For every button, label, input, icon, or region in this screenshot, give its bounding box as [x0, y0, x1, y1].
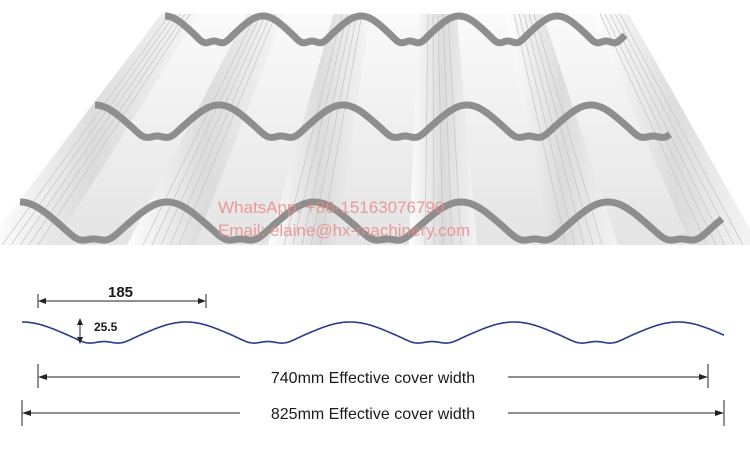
roof-rib — [268, 14, 371, 245]
height-label: 25.5 — [94, 320, 118, 334]
rib-groove — [142, 13, 257, 246]
roof-rib — [127, 14, 285, 245]
watermark-email: Email: elaine@hx-machinery.com — [218, 221, 470, 240]
effective-width-label: 740mm Effective cover width — [271, 370, 475, 387]
roof-sheet-illustration — [0, 12, 750, 246]
rib-groove — [528, 13, 594, 246]
rib-groove — [614, 13, 735, 246]
overall-width-label: 825mm Effective cover width — [271, 406, 475, 423]
roof-rib — [0, 14, 199, 245]
rib-groove — [604, 13, 717, 246]
effective-width-dimension: 740mm Effective cover width — [37, 364, 709, 388]
rib-groove — [432, 13, 435, 246]
rib-groove — [447, 13, 462, 246]
rib-groove — [513, 13, 567, 246]
rib-groove — [37, 13, 191, 246]
rib-groove — [301, 13, 353, 246]
overall-width-dimension: 825mm Effective cover width — [21, 400, 725, 426]
rib-groove — [619, 13, 744, 246]
rib-groove — [609, 13, 726, 246]
rib-groove — [178, 13, 277, 246]
height-dimension: 25.5 — [77, 318, 118, 344]
roof-rib — [591, 14, 750, 245]
cross-section-profile — [21, 321, 725, 344]
rib-groove — [310, 13, 358, 246]
rib-groove — [599, 13, 708, 246]
roof-sheet-steps — [17, 12, 725, 244]
rib-groove — [19, 13, 181, 246]
pitch-label: 185 — [108, 284, 133, 301]
pitch-dimension: 185 — [37, 284, 207, 308]
roof-step-edge — [17, 198, 725, 244]
roof-step-edge — [162, 12, 628, 47]
rib-groove — [28, 13, 186, 246]
watermark-whatsapp: WhatsApp: +86-15163076790 — [218, 198, 444, 217]
watermark: WhatsApp: +86-15163076790 Email: elaine@… — [218, 198, 470, 240]
roof-step-edge — [92, 101, 673, 141]
rib-groove — [151, 13, 262, 246]
roof-rib — [505, 14, 618, 245]
